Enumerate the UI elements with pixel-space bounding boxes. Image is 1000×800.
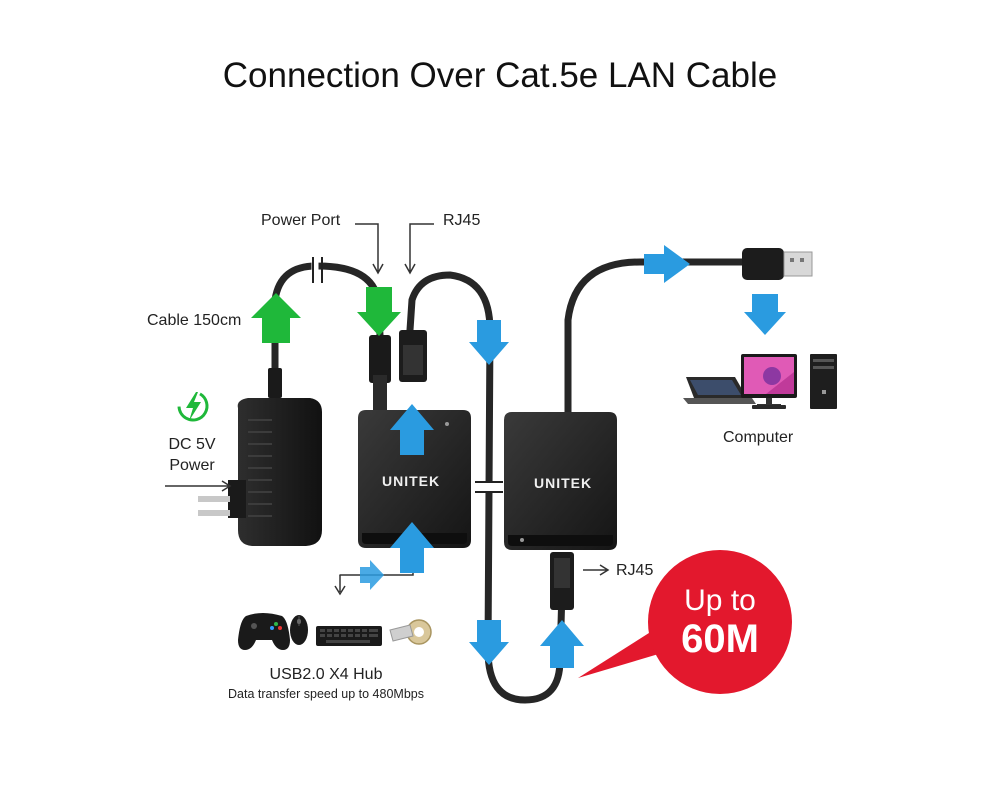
flow-arrow-to-hub xyxy=(360,560,384,590)
keyboard-icon xyxy=(316,626,382,646)
computer-label: Computer xyxy=(723,429,794,446)
page-title: Connection Over Cat.5e LAN Cable xyxy=(222,56,778,95)
mouse-icon xyxy=(290,615,308,645)
desktop-tower-icon xyxy=(810,354,837,409)
rj45-top-pointer xyxy=(404,223,434,275)
power-arrow-down xyxy=(357,287,401,336)
flow-arrow-transmitter-bottom xyxy=(390,522,434,573)
dc-power-label-line1: DC 5V xyxy=(168,436,216,453)
rj45-bottom-label: RJ45 xyxy=(616,562,654,579)
flow-arrow-cable-down-1 xyxy=(469,320,509,365)
usb-host-cable xyxy=(564,258,749,424)
distance-badge xyxy=(578,550,792,694)
rj45-top-label: RJ45 xyxy=(443,212,481,229)
usb-hub-title: USB2.0 X4 Hub xyxy=(269,666,383,683)
data-flow-arrows xyxy=(360,245,786,668)
power-port-pointer xyxy=(355,223,384,275)
cable-break-marks xyxy=(311,257,503,493)
badge-line2: 60M xyxy=(681,617,759,661)
power-cable xyxy=(271,262,384,379)
lightning-icon xyxy=(177,390,209,422)
usb-hub-subtitle: Data transfer speed up to 480Mbps xyxy=(228,687,424,701)
usb-drive-icon xyxy=(389,619,432,645)
dc-pointer-arrow xyxy=(165,480,232,492)
laptop-icon xyxy=(683,377,756,404)
gamepad-icon xyxy=(238,613,290,650)
usb-plug-icon xyxy=(742,248,813,280)
transmitter-connectors xyxy=(369,330,427,410)
receiver-brand: UNITEK xyxy=(534,475,593,491)
flow-arrow-cable-down-2 xyxy=(469,620,509,665)
power-port-label: Power Port xyxy=(261,212,341,229)
flow-arrow-to-plug xyxy=(644,245,690,283)
power-flow-arrows xyxy=(251,287,401,343)
power-adapter-icon xyxy=(198,368,322,546)
computer-icons xyxy=(683,354,837,409)
rj45-bottom-pointer xyxy=(583,564,610,576)
badge-line1: Up to xyxy=(684,584,756,617)
power-plug xyxy=(369,335,391,383)
flow-arrow-cable-up xyxy=(540,620,584,668)
dc-power-label-line2: Power xyxy=(169,457,215,474)
hub-pointer-arrow xyxy=(334,575,346,596)
power-arrow-up xyxy=(251,293,301,343)
cable-length-label: Cable 150cm xyxy=(147,312,242,329)
flow-arrow-to-computer xyxy=(744,294,786,335)
receiver-unit xyxy=(504,412,617,610)
flow-arrow-transmitter-up xyxy=(390,404,434,455)
monitor-icon xyxy=(741,354,797,409)
peripheral-icons xyxy=(238,613,432,650)
transmitter-brand: UNITEK xyxy=(382,473,441,489)
